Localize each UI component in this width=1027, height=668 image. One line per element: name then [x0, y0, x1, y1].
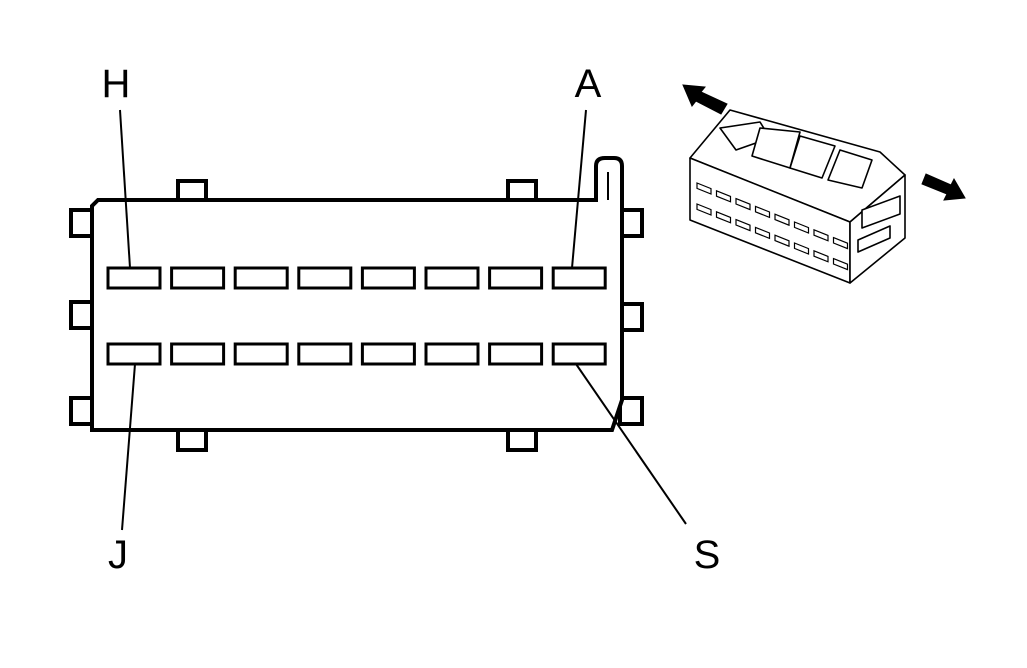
iso-cavity-top-4: [754, 205, 771, 219]
cavity-top-7: [488, 266, 544, 290]
iso-cavity-bottom-4: [754, 226, 771, 240]
iso-cavity-bottom-5: [774, 234, 790, 248]
iso-cavity-top-7: [813, 228, 829, 242]
connector-body: [90, 156, 624, 432]
iso-cavity-bottom-2: [715, 210, 732, 224]
iso-cavity-top-1: [696, 182, 712, 195]
leader-line-s: [575, 363, 687, 525]
iso-cavity-bottom-1: [696, 203, 712, 216]
cavity-top-4: [297, 266, 353, 290]
cavity-bottom-3: [233, 342, 289, 366]
tab-left-middle: [69, 300, 95, 330]
iso-latch-ridge-3: [789, 135, 836, 179]
pin-label-a: A: [575, 62, 602, 106]
tab-left-upper: [69, 208, 95, 238]
cavity-bottom-4: [297, 342, 353, 366]
cavity-top-1: [106, 266, 162, 290]
leader-line-a: [571, 109, 587, 269]
cavity-top-6: [424, 266, 480, 290]
iso-side-slot: [857, 225, 891, 253]
cavity-bottom-7: [488, 342, 544, 366]
iso-cavity-bottom-3: [735, 218, 751, 232]
cavity-bottom-2: [170, 342, 226, 366]
direction-arrows: [682, 84, 966, 201]
cavity-top-2: [170, 266, 226, 290]
iso-cavity-top-6: [793, 221, 810, 234]
cavity-bottom-5: [360, 342, 416, 366]
iso-cavity-top-5: [774, 213, 790, 227]
pin-label-j: J: [108, 533, 128, 577]
iso-cavity-rows: [696, 182, 849, 271]
pin-label-s: S: [694, 533, 721, 577]
leader-lines: [119, 109, 687, 531]
iso-cavity-top-3: [735, 197, 751, 211]
iso-cavity-bottom-7: [813, 249, 829, 263]
tab-left-lower: [69, 396, 95, 426]
arrow-left-icon: [682, 84, 728, 115]
iso-cavity-top-8: [832, 236, 849, 250]
leader-line-h: [119, 109, 131, 269]
pin-label-h: H: [102, 62, 131, 106]
iso-side-lock: [861, 195, 901, 229]
iso-cavity-bottom-8: [832, 257, 849, 271]
arrow-right-icon: [921, 173, 966, 201]
cavity-bottom-1: [106, 342, 162, 366]
connector-face: [69, 156, 644, 452]
cavity-bottom-8: [551, 342, 607, 366]
leader-line-j: [121, 363, 136, 531]
cavity-top-8: [551, 266, 607, 290]
iso-latch-ridge-4: [827, 149, 873, 189]
cavity-row-bottom: [106, 342, 607, 366]
connector-isometric-view: [689, 109, 906, 284]
cavity-row-top: [106, 266, 607, 290]
cavity-top-5: [360, 266, 416, 290]
cavity-bottom-6: [424, 342, 480, 366]
cavity-top-3: [233, 266, 289, 290]
iso-cavity-top-2: [715, 189, 732, 203]
iso-cavity-bottom-6: [793, 242, 810, 255]
